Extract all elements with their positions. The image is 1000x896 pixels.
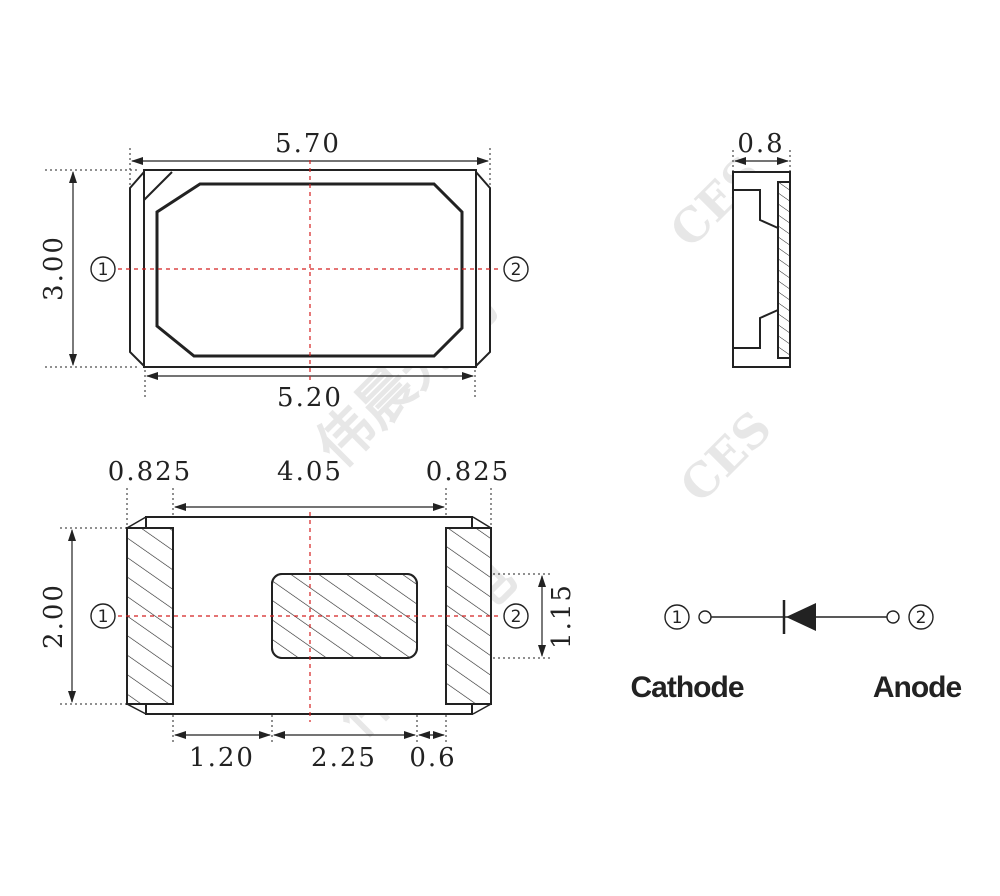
schematic-pin2-label: 2	[916, 608, 927, 628]
dim-thermal-height: 1.15	[547, 583, 577, 649]
bottom-view-centerlines	[118, 512, 500, 722]
dim-gap-right: 0.6	[409, 743, 456, 773]
cathode-label: Cathode	[631, 671, 744, 704]
bottom-view-pin1: 1	[90, 603, 116, 629]
top-view-pin1: 1	[90, 256, 116, 282]
pad-anode	[445, 527, 492, 705]
cathode-terminal	[698, 610, 712, 624]
dim-thermal-width: 2.25	[311, 743, 377, 773]
dim-bottom-height: 2.00	[39, 583, 69, 649]
top-view-extension-lines	[45, 148, 491, 400]
top-view-pin2: 2	[503, 256, 529, 282]
diode-schematic: 1 2 Cathode Anode	[631, 600, 962, 704]
side-view-body	[732, 171, 791, 368]
top-view: 5.70 5.20 3.00 1 2	[39, 129, 529, 413]
pin1-label: 1	[98, 607, 109, 627]
schematic-pin2: 2	[908, 604, 934, 630]
dim-gap-left: 1.20	[189, 743, 255, 773]
bottom-view-pin2: 2	[503, 603, 529, 629]
dim-height: 3.00	[39, 235, 69, 301]
dim-pad-width-left: 0.825	[108, 457, 192, 487]
pin2-label: 2	[511, 260, 522, 280]
dim-width-outer: 5.70	[275, 129, 341, 159]
dim-thickness: 0.8	[737, 129, 784, 159]
bottom-view: 0.825 4.05 0.825 2.00 1.15 1.20 2.25 0.6…	[39, 457, 577, 773]
side-view: 0.8	[732, 129, 791, 368]
watermark-brand-2: CES	[670, 400, 782, 512]
anode-terminal	[886, 610, 900, 624]
dim-width-inner: 5.20	[277, 383, 343, 413]
anode-label: Anode	[873, 671, 962, 704]
dim-pad-width-right: 0.825	[426, 457, 510, 487]
side-view-extension-lines	[732, 150, 791, 172]
pin2-label: 2	[511, 607, 522, 627]
schematic-pin1-label: 1	[672, 608, 683, 628]
pin1-label: 1	[98, 260, 109, 280]
dim-span: 4.05	[277, 457, 343, 487]
bottom-view-body	[126, 516, 492, 715]
schematic-pin1: 1	[664, 604, 690, 630]
diode-triangle-icon	[786, 603, 816, 631]
